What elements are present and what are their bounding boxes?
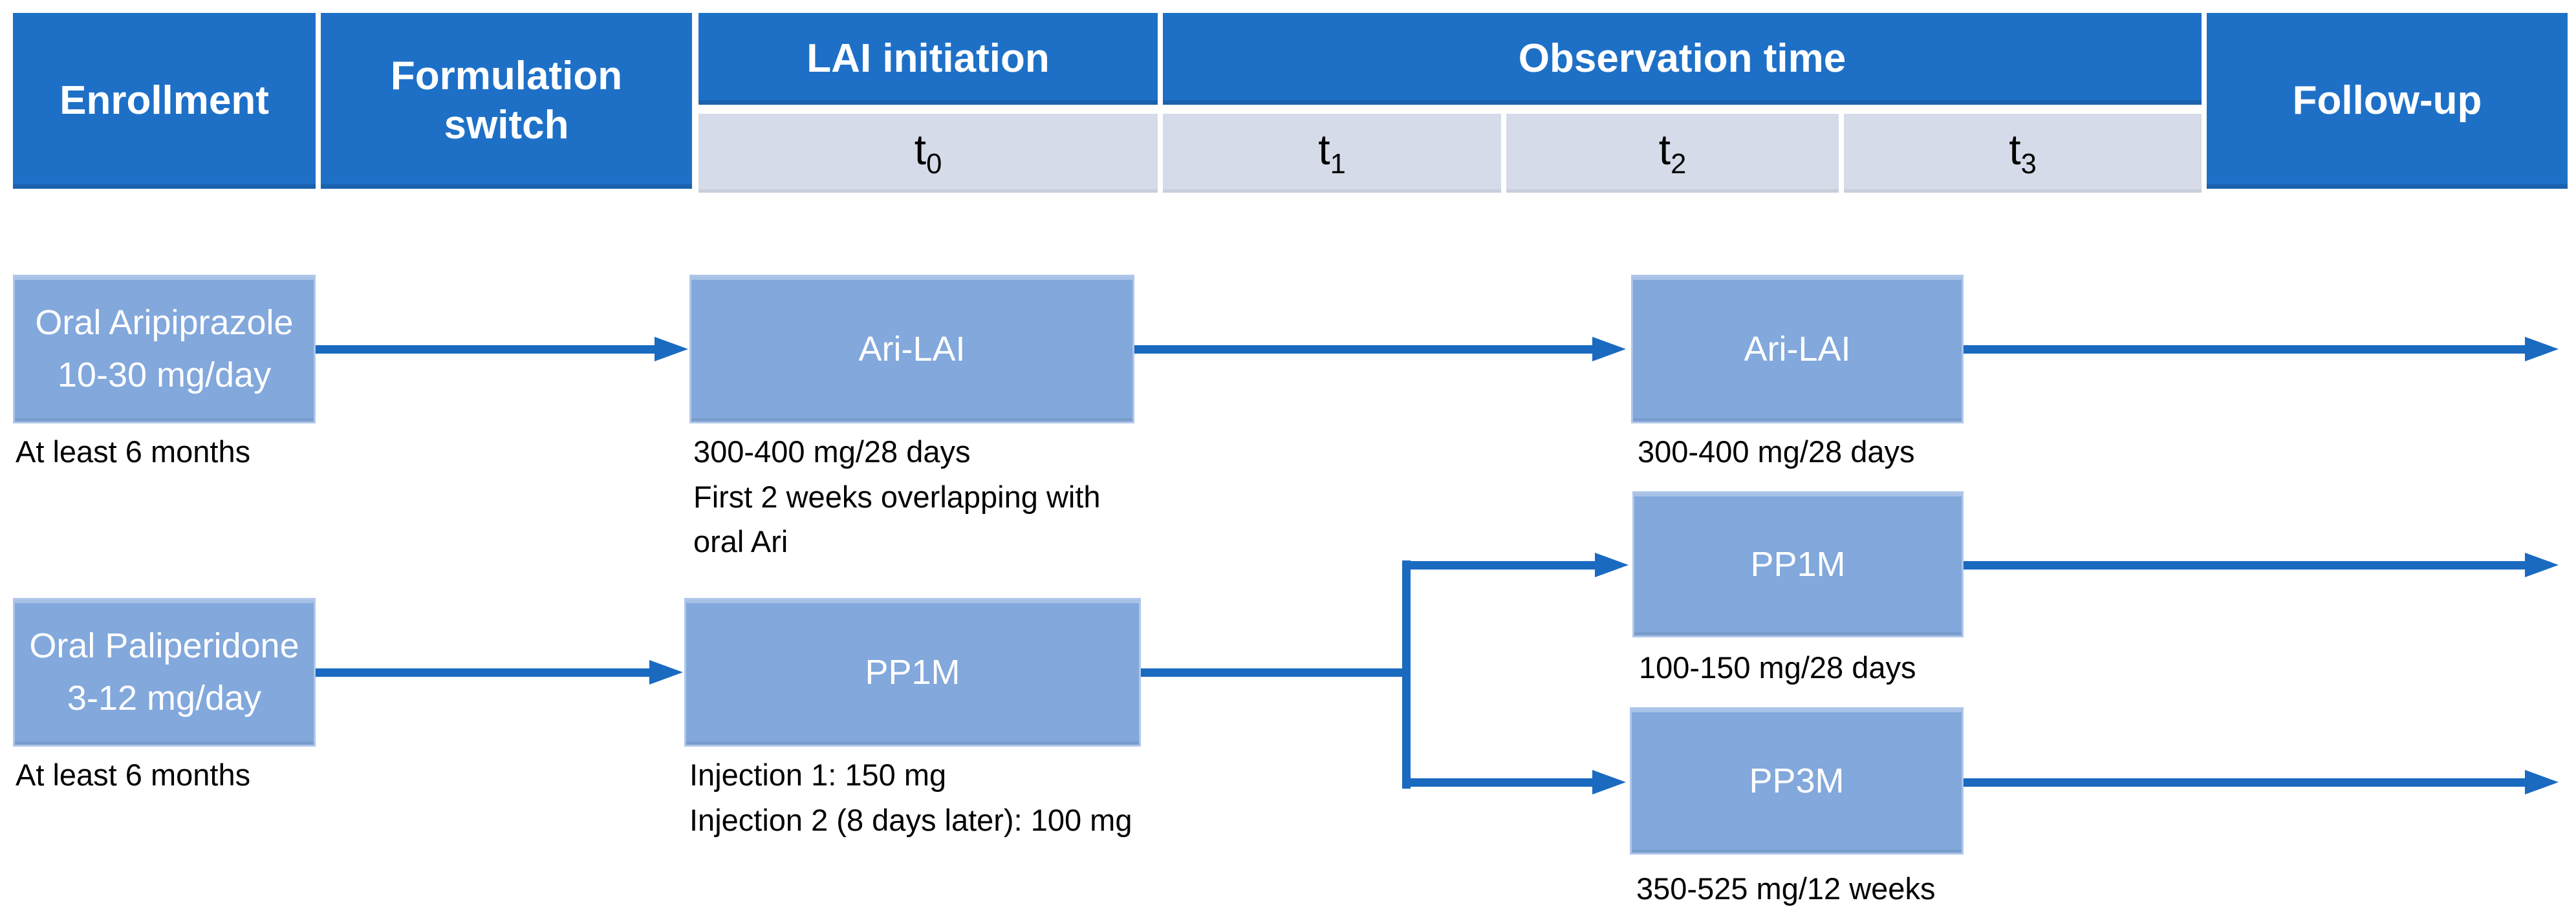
arrow-ari-to-initiation-shaft xyxy=(316,345,656,354)
arrow-branch-to-pp3m-head xyxy=(1592,770,1626,794)
arrow-pp3m-followup-head xyxy=(2525,770,2559,794)
pp1m-maintenance-box: PP1M xyxy=(1632,491,1964,637)
timepoint-t2: t2 xyxy=(1506,114,1839,193)
oral-aripiprazole-note: At least 6 months xyxy=(16,434,251,469)
arrow-branch-to-pp1m-head xyxy=(1595,553,1629,577)
timepoint-t2-label: t2 xyxy=(1658,125,1687,180)
timepoint-t0: t0 xyxy=(698,114,1158,193)
arrow-branch-to-pp1m-shaft xyxy=(1402,561,1596,570)
pp1m-maintenance-caption: 100-150 mg/28 days xyxy=(1639,650,1916,685)
arrow-pali-to-pp1m-head xyxy=(649,660,683,685)
pp3m-caption: 350-525 mg/12 weeks xyxy=(1636,871,1936,906)
ari-lai-initiation-caption-line1: 300-400 mg/28 days xyxy=(693,434,971,469)
oral-aripiprazole-box: Oral Aripiprazole 10-30 mg/day xyxy=(13,275,316,423)
pp1m-initiation-caption-line1: Injection 1: 150 mg xyxy=(689,758,947,792)
connector-pp1m-feeder-shaft xyxy=(1141,668,1409,677)
timepoint-t3-label: t3 xyxy=(2009,125,2037,180)
phase-enrollment: Enrollment xyxy=(13,13,316,189)
pp1m-initiation-caption-line2: Injection 2 (8 days later): 100 mg xyxy=(689,802,1132,837)
timepoint-t1-label: t1 xyxy=(1318,125,1346,180)
timepoint-t3: t3 xyxy=(1844,114,2202,193)
phase-follow-up: Follow-up xyxy=(2207,13,2568,189)
pp1m-initiation-box: PP1M xyxy=(684,598,1141,747)
pp1m-initiation-label: PP1M xyxy=(865,652,960,692)
oral-aripiprazole-line1: Oral Aripiprazole xyxy=(35,303,294,342)
oral-paliperidone-line2: 3-12 mg/day xyxy=(67,679,262,718)
timepoint-t0-label: t0 xyxy=(914,125,942,180)
ari-lai-initiation-label: Ari-LAI xyxy=(858,329,966,368)
arrow-pp3m-followup-shaft xyxy=(1964,778,2526,787)
phase-observation-time: Observation time xyxy=(1163,13,2202,105)
arrow-ari-to-initiation-head xyxy=(655,337,688,361)
pp3m-box: PP3M xyxy=(1630,707,1964,855)
connector-branch-vertical-line xyxy=(1402,560,1411,789)
ari-lai-initiation-caption: 300-400 mg/28 days First 2 weeks overlap… xyxy=(693,429,1101,564)
pp3m-label: PP3M xyxy=(1749,761,1845,800)
pp1m-initiation-caption: Injection 1: 150 mg Injection 2 (8 days … xyxy=(689,752,1132,842)
oral-aripiprazole-line2: 10-30 mg/day xyxy=(57,356,272,394)
phase-follow-up-label: Follow-up xyxy=(2292,78,2482,123)
arrow-ari-followup-shaft xyxy=(1964,345,2526,354)
phase-lai-initiation-label: LAI initiation xyxy=(806,36,1050,81)
phase-lai-initiation: LAI initiation xyxy=(698,13,1158,105)
arrow-initiation-to-maintenance-shaft xyxy=(1134,345,1594,354)
oral-paliperidone-line1: Oral Paliperidone xyxy=(29,626,299,665)
timepoint-t1: t1 xyxy=(1163,114,1501,193)
ari-lai-maintenance-caption: 300-400 mg/28 days xyxy=(1638,434,1915,469)
arrow-pp1m-followup-shaft xyxy=(1964,561,2526,570)
oral-paliperidone-note: At least 6 months xyxy=(16,758,251,792)
ari-lai-initiation-box: Ari-LAI xyxy=(689,275,1134,423)
pp1m-maintenance-label: PP1M xyxy=(1750,544,1846,584)
ari-lai-maintenance-box: Ari-LAI xyxy=(1631,275,1964,423)
arrow-pp1m-followup-head xyxy=(2525,553,2559,577)
phase-formulation-switch-label: Formulation switch xyxy=(390,54,623,147)
arrow-pali-to-pp1m-shaft xyxy=(316,668,651,677)
phase-formulation-switch: Formulation switch xyxy=(321,13,692,189)
ari-lai-initiation-caption-line2: First 2 weeks overlapping with xyxy=(693,479,1101,514)
arrow-initiation-to-maintenance-head xyxy=(1592,337,1626,361)
arrow-ari-followup-head xyxy=(2525,337,2559,361)
ari-lai-maintenance-label: Ari-LAI xyxy=(1744,329,1851,368)
ari-lai-initiation-caption-line3: oral Ari xyxy=(693,524,788,559)
arrow-branch-to-pp3m-shaft xyxy=(1402,778,1594,787)
phase-observation-time-label: Observation time xyxy=(1518,36,1846,81)
oral-paliperidone-box: Oral Paliperidone 3-12 mg/day xyxy=(13,598,316,747)
phase-enrollment-label: Enrollment xyxy=(60,78,269,123)
